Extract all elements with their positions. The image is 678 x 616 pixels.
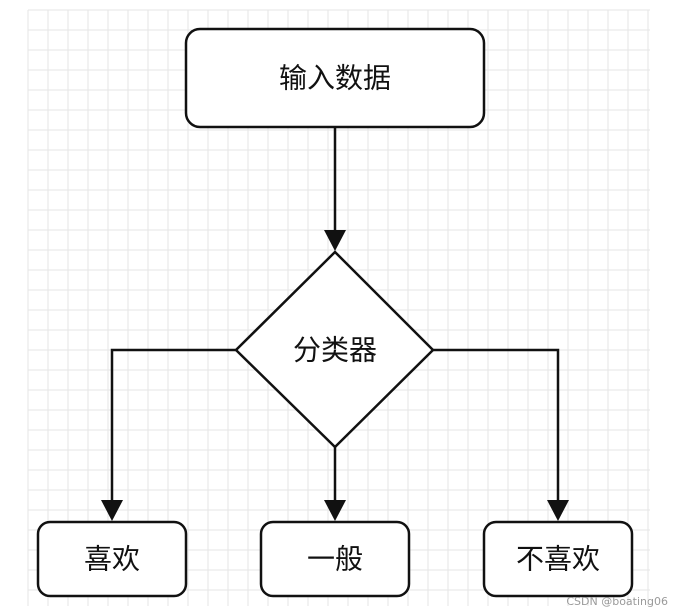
- node-dislike: 不喜欢: [482, 520, 634, 598]
- node-neutral-box: [259, 520, 411, 598]
- arrowhead-dislike: [547, 500, 569, 521]
- node-classifier-diamond: [234, 250, 435, 449]
- node-dislike-label: 不喜欢: [516, 543, 600, 576]
- node-like: 喜欢: [36, 520, 188, 598]
- edge-classifier-to-like: [110, 348, 236, 500]
- edges: [101, 128, 569, 521]
- node-input: 输入数据: [184, 27, 486, 129]
- arrowhead-like: [101, 500, 123, 521]
- node-classifier: 分类器: [234, 250, 435, 449]
- node-input-label: 输入数据: [279, 62, 391, 95]
- node-neutral-label: 一般: [307, 543, 363, 576]
- watermark-text: CSDN @boating06: [566, 595, 668, 608]
- arrowhead-neutral: [324, 500, 346, 521]
- node-classifier-label: 分类器: [293, 334, 377, 367]
- edge-classifier-to-dislike: [433, 348, 560, 500]
- node-like-box: [36, 520, 188, 598]
- node-like-label: 喜欢: [84, 543, 140, 576]
- node-neutral: 一般: [259, 520, 411, 598]
- arrowhead-classifier: [324, 230, 346, 251]
- node-input-box: [184, 27, 486, 129]
- node-dislike-box: [482, 520, 634, 598]
